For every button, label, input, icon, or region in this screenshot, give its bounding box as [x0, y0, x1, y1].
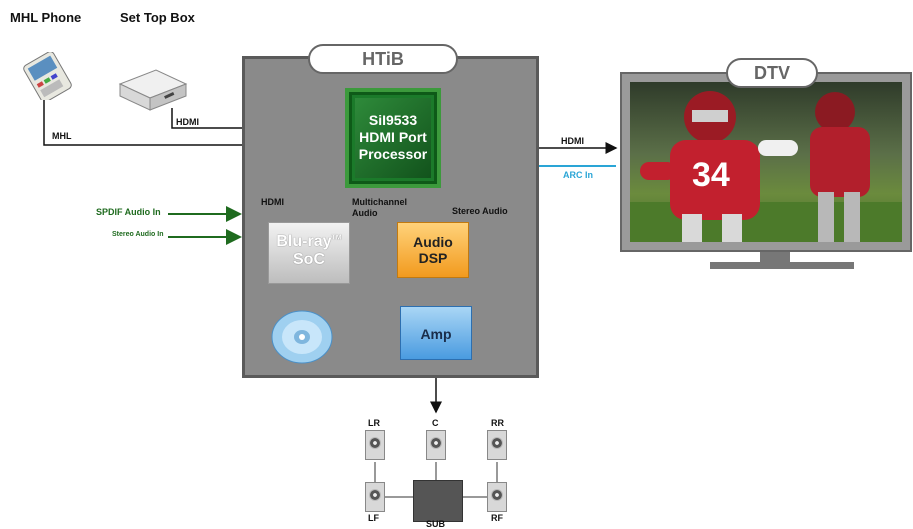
speaker-rf-icon	[487, 482, 507, 512]
speaker-label-rf: RF	[491, 513, 503, 523]
speaker-lr-icon	[365, 430, 385, 460]
speaker-rr-icon	[487, 430, 507, 460]
speaker-label-rr: RR	[491, 418, 504, 428]
audio-dsp-block: Audio DSP	[397, 222, 469, 278]
amp-block: Amp	[400, 306, 472, 360]
tv-stand-base	[710, 262, 854, 269]
speaker-label-c: C	[432, 418, 439, 428]
mhl-phone-label: MHL Phone	[10, 10, 82, 25]
jersey-number: 34	[692, 156, 730, 194]
mhl-phone-icon	[23, 52, 72, 100]
tv-stand-neck	[760, 252, 790, 262]
bluray-hdmi-label: HDMI	[261, 197, 284, 207]
subwoofer-icon	[413, 480, 463, 522]
speaker-lf-icon	[365, 482, 385, 512]
htib-title: HTiB	[308, 44, 458, 74]
speaker-label-lf: LF	[368, 513, 379, 523]
mhl-link-label: MHL	[52, 131, 72, 141]
speaker-c-icon	[426, 430, 446, 460]
chip-label-line2: HDMI Port	[359, 129, 427, 145]
dtv-title: DTV	[726, 58, 818, 88]
speaker-label-sub: SUB	[426, 519, 446, 529]
set-top-box-icon	[118, 69, 188, 111]
chip-label-line1: SiI9533	[368, 112, 418, 128]
stereo-audio-label: Stereo Audio	[452, 206, 508, 216]
bluray-soc-block: Blu-rayTM SoC	[268, 222, 350, 284]
hdmi-port-processor-chip: SiI9533 HDMI Port Processor	[345, 88, 441, 188]
speaker-label-lr: LR	[368, 418, 380, 428]
hdmi-out-label: HDMI	[561, 136, 584, 146]
tv-screen-image: 34	[630, 82, 902, 242]
disc-icon	[271, 310, 333, 364]
spdif-audio-in-label: SPDIF Audio In	[96, 207, 161, 217]
chip-label-line3: Processor	[358, 146, 428, 162]
dtv-monitor: 34	[620, 72, 912, 252]
stereo-audio-in-label: Stereo Audio In	[112, 231, 164, 238]
arc-in-label: ARC In	[563, 170, 593, 180]
stb-hdmi-label: HDMI	[176, 117, 199, 127]
set-top-box-label: Set Top Box	[120, 10, 195, 25]
